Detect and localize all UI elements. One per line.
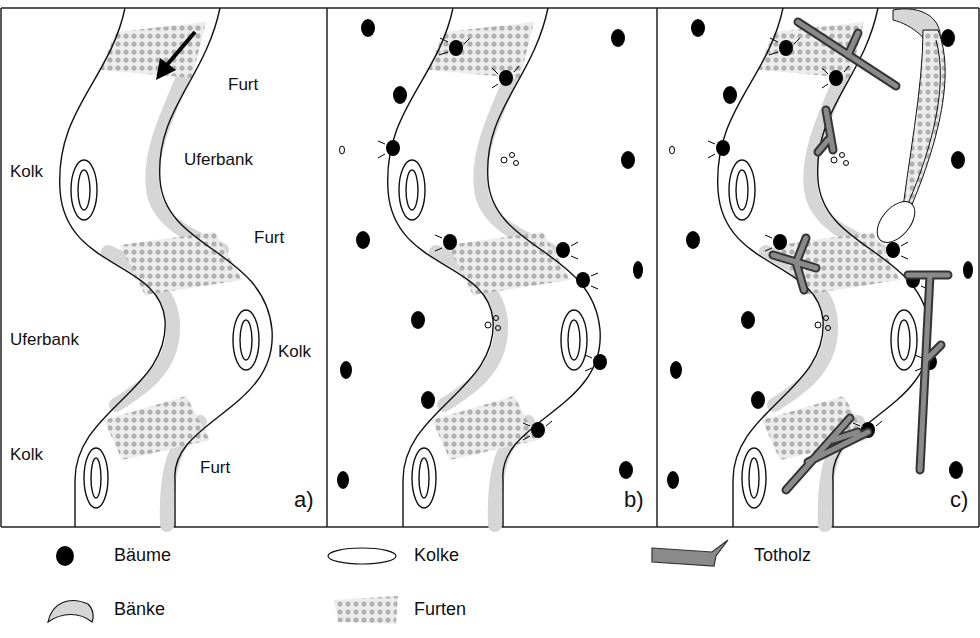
panel-letter: b) (622, 488, 646, 512)
panel-letter: c) (948, 488, 970, 512)
feature-label: Uferbank (182, 151, 255, 170)
legend-text: Kolke (412, 546, 461, 566)
feature-label: Kolk (8, 446, 45, 465)
legend-text: Bäume (112, 546, 173, 566)
feature-label: Uferbank (8, 331, 81, 350)
legend-text: Furten (412, 600, 468, 620)
feature-label: Kolk (276, 343, 313, 362)
feature-label: Furt (252, 229, 286, 248)
feature-label: Furt (226, 76, 260, 95)
feature-label: Furt (198, 459, 232, 478)
feature-label: Kolk (8, 163, 45, 182)
legend-text: Bänke (112, 600, 167, 620)
legend-text: Totholz (752, 546, 813, 566)
panel-letter: a) (292, 488, 316, 512)
legend-samples (48, 540, 728, 624)
